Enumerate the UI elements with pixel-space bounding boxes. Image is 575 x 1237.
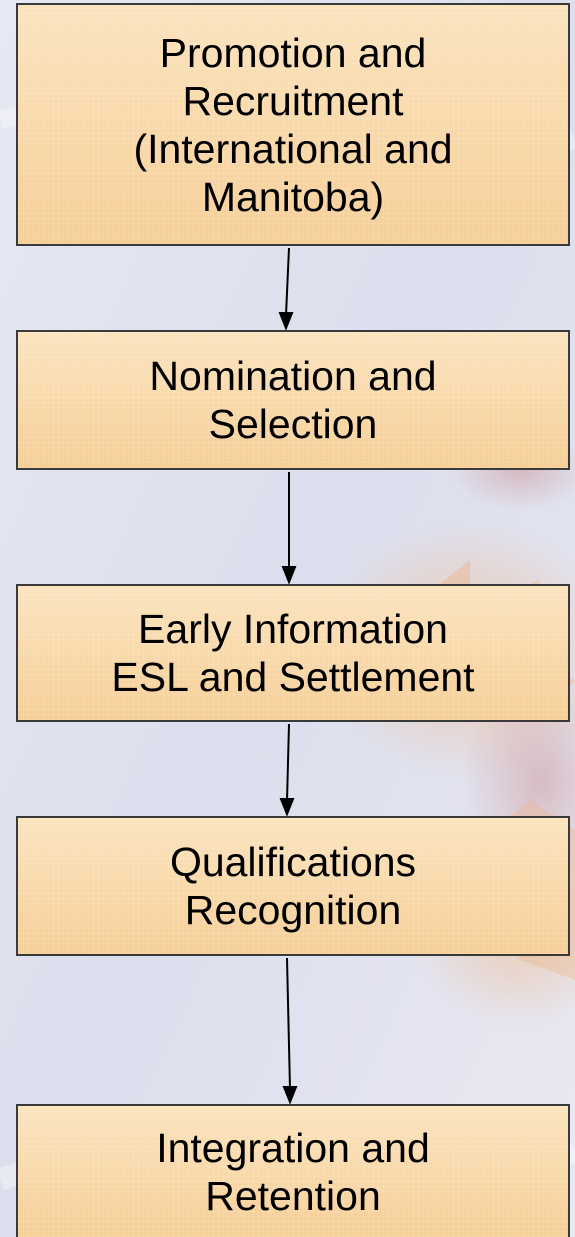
step-label: Early Information ESL and Settlement: [111, 606, 475, 700]
step-qualifications-recognition: Qualifications Recognition: [16, 816, 570, 956]
step-early-information: Early Information ESL and Settlement: [16, 584, 570, 722]
step-label: Promotion and Recruitment (International…: [133, 29, 453, 220]
step-label: Integration and Retention: [156, 1124, 430, 1219]
step-integration-retention: Integration and Retention: [16, 1104, 570, 1237]
step-label: Qualifications Recognition: [169, 839, 417, 933]
step-label: Nomination and Selection: [149, 353, 437, 447]
step-promotion-recruitment: Promotion and Recruitment (International…: [16, 3, 570, 246]
step-nomination-selection: Nomination and Selection: [16, 330, 570, 470]
